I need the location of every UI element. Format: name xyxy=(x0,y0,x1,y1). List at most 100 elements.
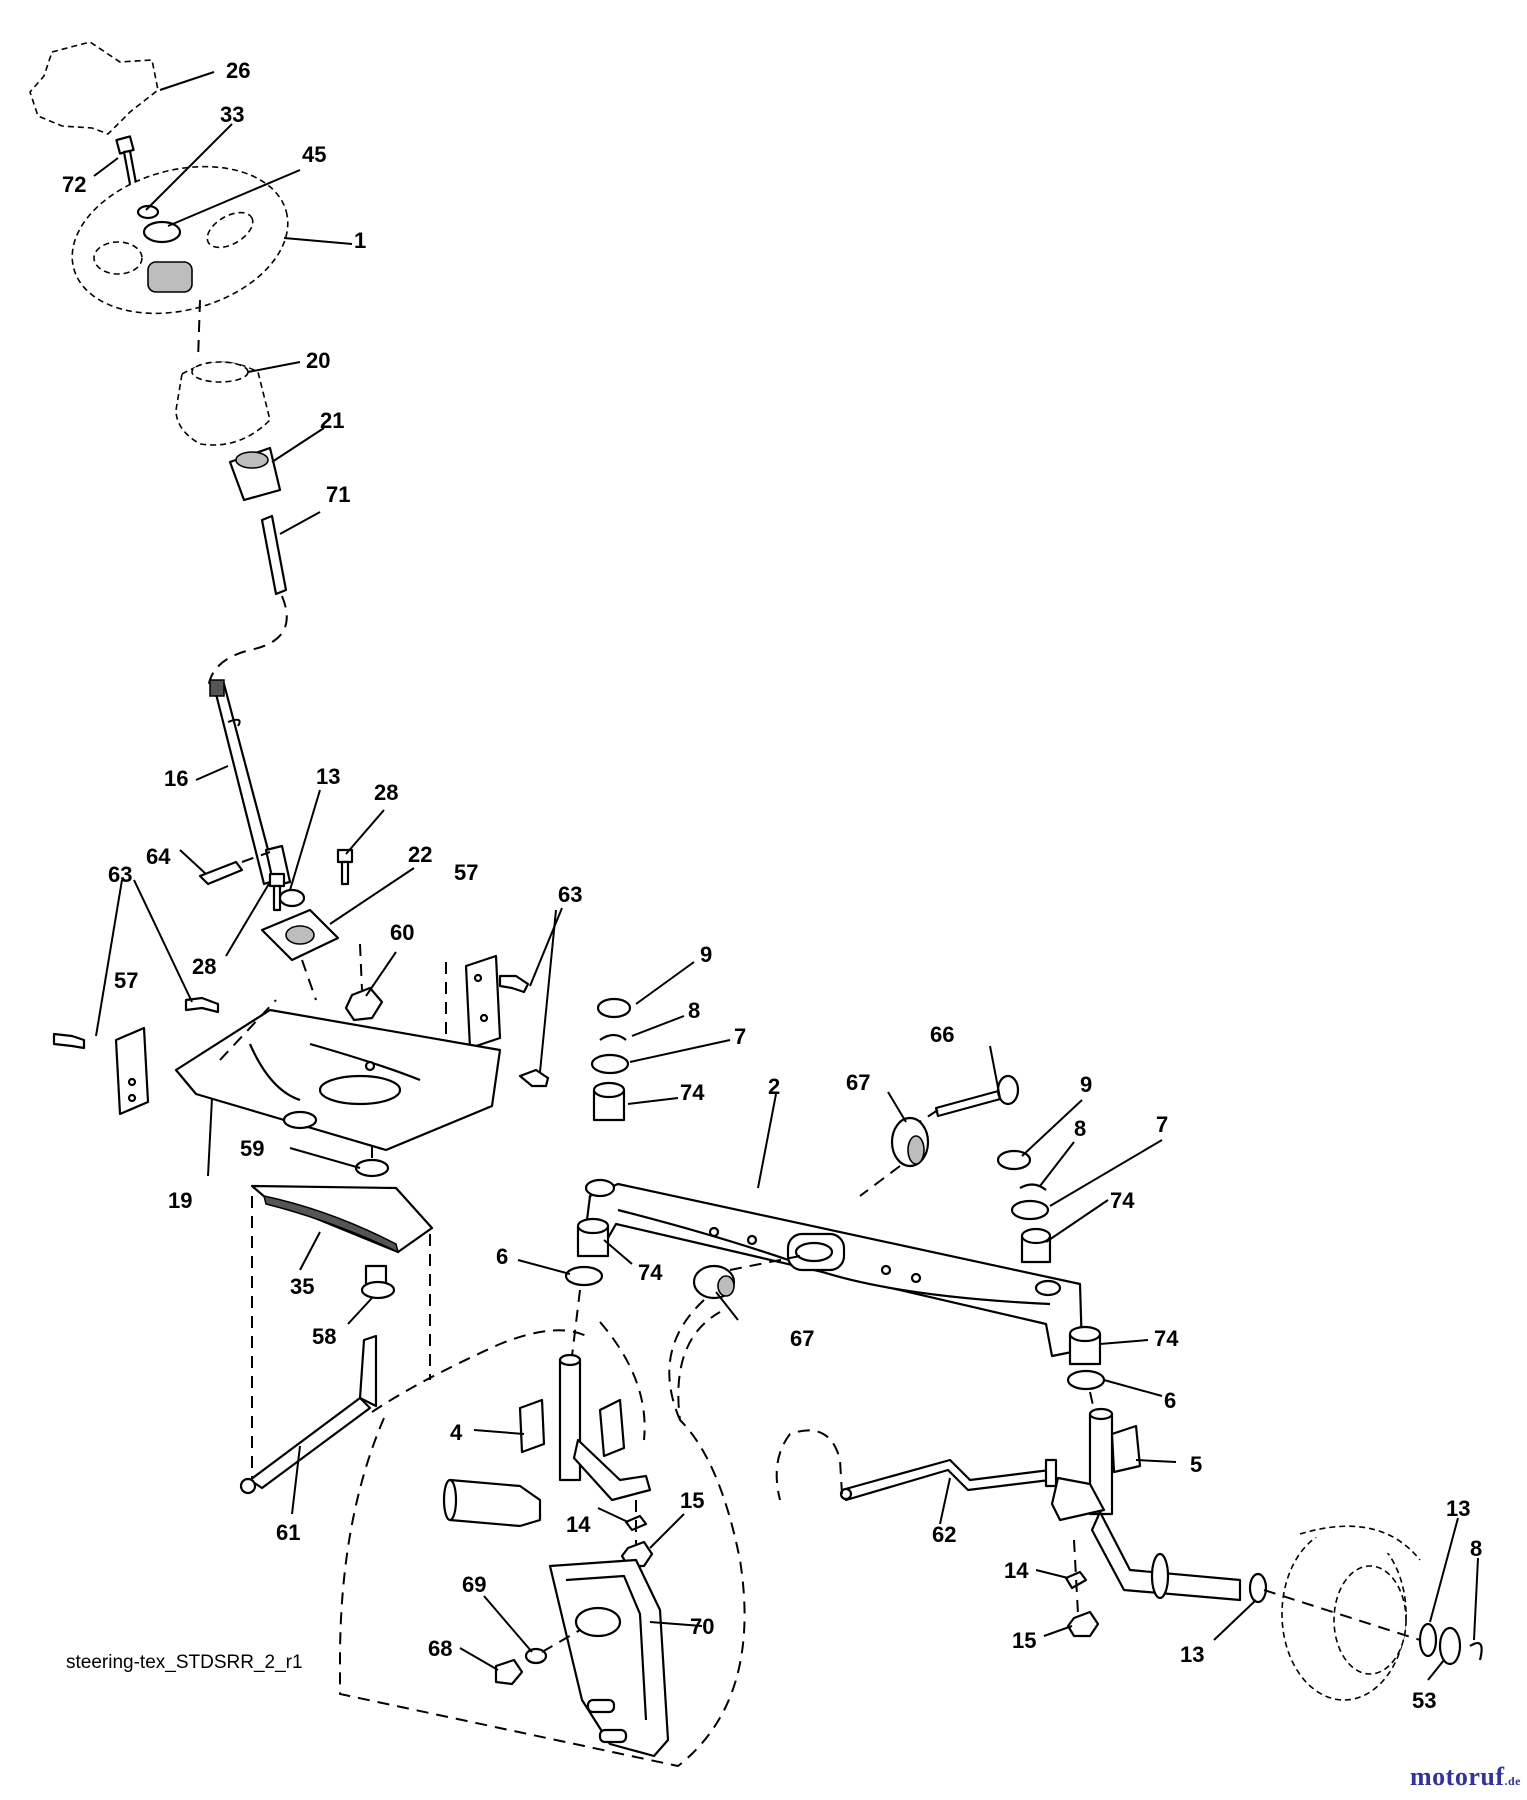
brand-name: motoruf xyxy=(1410,1762,1505,1791)
bearing-plate-22 xyxy=(260,908,340,962)
steering-shaft-16 xyxy=(209,679,292,888)
drag-link-61 xyxy=(239,1334,378,1495)
callout-45: 45 xyxy=(302,142,326,167)
clip-8c xyxy=(1469,1642,1483,1661)
callout-2: 2 xyxy=(768,1074,780,1099)
front-axle-2 xyxy=(582,1178,1084,1358)
callout-8a: 8 xyxy=(688,998,700,1023)
callout-9b: 9 xyxy=(1080,1072,1092,1097)
callout-19: 19 xyxy=(168,1188,192,1213)
callout-21: 21 xyxy=(320,408,344,433)
washer-69 xyxy=(524,1647,548,1665)
callout-67a: 67 xyxy=(846,1070,870,1095)
bushing-13a xyxy=(278,888,306,908)
callout-33: 33 xyxy=(220,102,244,127)
callout-9a: 9 xyxy=(700,942,712,967)
callout-69: 69 xyxy=(462,1572,486,1597)
bushing-74c xyxy=(576,1217,610,1258)
callout-62: 62 xyxy=(932,1522,956,1547)
washer-13c xyxy=(1418,1622,1438,1658)
bolt-63d xyxy=(518,1068,550,1088)
steering-cap-20 xyxy=(175,361,271,446)
spindle-5 xyxy=(1050,1407,1242,1602)
callout-4: 4 xyxy=(450,1420,463,1445)
steering-wheel-1 xyxy=(71,165,289,315)
callout-57a: 57 xyxy=(454,860,478,885)
washer-7a xyxy=(590,1053,630,1075)
bushing-74a xyxy=(592,1081,626,1122)
clip-8a xyxy=(599,1033,627,1041)
bushing-74d xyxy=(1068,1325,1102,1366)
pivot-bolt-58 xyxy=(360,1264,396,1300)
callout-60: 60 xyxy=(390,920,414,945)
callout-53: 53 xyxy=(1412,1688,1436,1713)
callout-8b: 8 xyxy=(1074,1116,1086,1141)
tire xyxy=(1281,1525,1421,1701)
callout-63a: 63 xyxy=(108,862,132,887)
bracket-57-left xyxy=(114,1026,150,1116)
bushing-67b xyxy=(692,1264,736,1300)
shaft-71 xyxy=(260,514,288,596)
callout-63b: 63 xyxy=(558,882,582,907)
bolt-68 xyxy=(494,1658,524,1686)
callout-15b: 15 xyxy=(1012,1628,1036,1653)
washer-6b xyxy=(1066,1369,1106,1391)
steering-wheel-cap-26 xyxy=(29,41,159,135)
callout-58: 58 xyxy=(312,1324,336,1349)
callout-67b: 67 xyxy=(790,1326,814,1351)
bolt-28a xyxy=(336,848,354,886)
callout-13b: 13 xyxy=(1446,1496,1470,1521)
bolt-63b xyxy=(184,996,220,1014)
callout-13a: 13 xyxy=(316,764,340,789)
support-plate-19 xyxy=(174,1008,502,1152)
callout-14a: 14 xyxy=(566,1512,591,1537)
bracket-57-right xyxy=(464,954,502,1050)
adapter-21 xyxy=(228,446,282,502)
callout-7a: 7 xyxy=(734,1024,746,1049)
cap-9a xyxy=(596,997,632,1019)
washer-6a xyxy=(564,1265,604,1287)
callout-71: 71 xyxy=(326,482,350,507)
callout-59: 59 xyxy=(240,1136,264,1161)
callout-28b: 28 xyxy=(192,954,216,979)
callout-28a: 28 xyxy=(374,780,398,805)
callout-15a: 15 xyxy=(680,1488,704,1513)
callout-8c: 8 xyxy=(1470,1536,1482,1561)
callout-74b: 74 xyxy=(1110,1188,1135,1213)
pivot-bolt-66 xyxy=(934,1074,1020,1118)
callout-6b: 6 xyxy=(1164,1388,1176,1413)
callout-5: 5 xyxy=(1190,1452,1202,1477)
callout-1: 1 xyxy=(354,228,366,253)
washer-53 xyxy=(1438,1626,1462,1666)
nut-60 xyxy=(344,986,384,1022)
sector-gear-35 xyxy=(250,1184,434,1254)
leader-lines xyxy=(93,71,1479,1681)
callout-74c: 74 xyxy=(638,1260,663,1285)
callout-7b: 7 xyxy=(1156,1112,1168,1137)
nut-15b xyxy=(1066,1610,1100,1638)
callout-64: 64 xyxy=(146,844,171,869)
washer-33 xyxy=(136,204,160,220)
callout-13c: 13 xyxy=(1180,1642,1204,1667)
callout-72: 72 xyxy=(62,172,86,197)
callout-26: 26 xyxy=(226,58,250,83)
washer-45 xyxy=(142,220,182,244)
spindle-4 xyxy=(442,1353,652,1528)
washer-59 xyxy=(354,1158,390,1178)
callout-14b: 14 xyxy=(1004,1558,1029,1583)
callout-22: 22 xyxy=(408,842,432,867)
callout-70: 70 xyxy=(690,1614,714,1639)
callout-6a: 6 xyxy=(496,1244,508,1269)
diagram-code: steering-tex_STDSRR_2_r1 xyxy=(66,1652,303,1673)
bushing-67a xyxy=(890,1116,930,1168)
callouts: 26 33 72 45 1 20 21 71 16 13 28 64 22 63… xyxy=(62,58,1482,1713)
bolt-28b xyxy=(268,872,286,912)
bolt-63c xyxy=(498,974,530,994)
brand-tld: .de xyxy=(1504,1774,1521,1788)
bushing-74b xyxy=(1020,1227,1052,1264)
brand-logo: motoruf.de xyxy=(1410,1762,1521,1792)
callout-35: 35 xyxy=(290,1274,314,1299)
callout-66: 66 xyxy=(930,1022,954,1047)
link-64 xyxy=(198,860,244,886)
